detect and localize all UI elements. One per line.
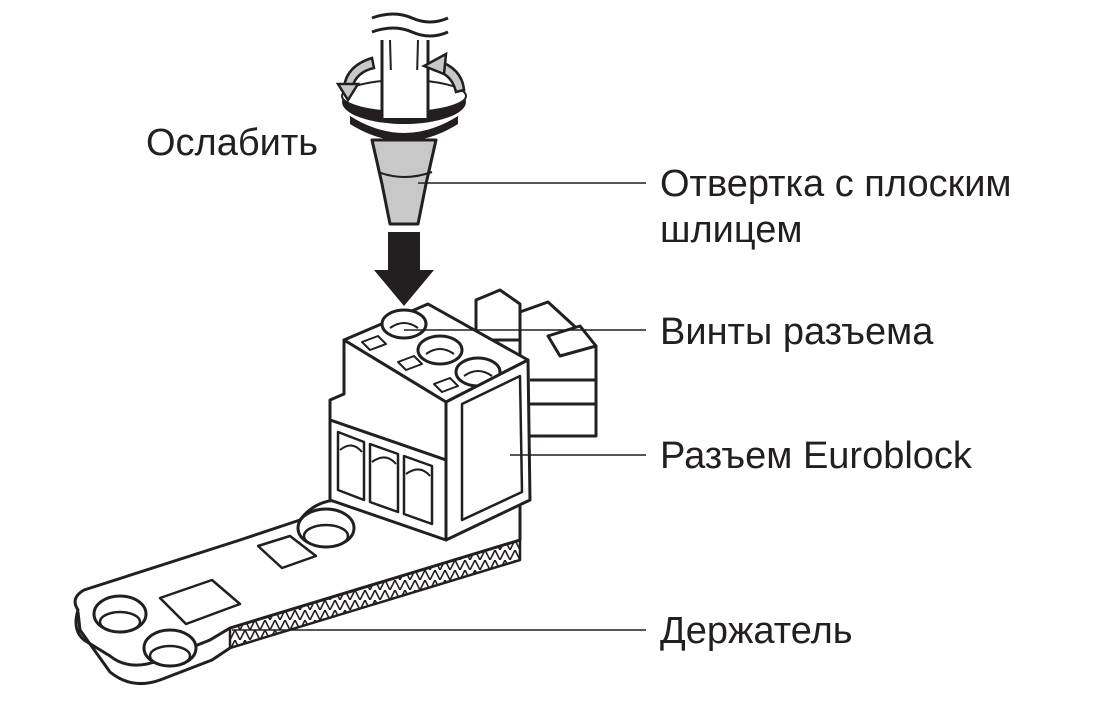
euroblock-connector-label: Разъем Euroblock	[660, 435, 972, 477]
connector-screws-label: Винты разъема	[660, 311, 934, 353]
screwdriver-label-line2: шлицем	[660, 209, 803, 251]
screwdriver	[341, 12, 467, 226]
leader-lines	[232, 182, 646, 631]
holder-label: Держатель	[660, 610, 853, 652]
rotation-arrows-icon	[335, 51, 466, 103]
euroblock-connector	[328, 288, 598, 542]
down-arrow-icon	[374, 232, 434, 306]
screwdriver-label: Отвертка с плоским	[660, 163, 1012, 205]
loosen-label: Ослабить	[146, 122, 319, 164]
